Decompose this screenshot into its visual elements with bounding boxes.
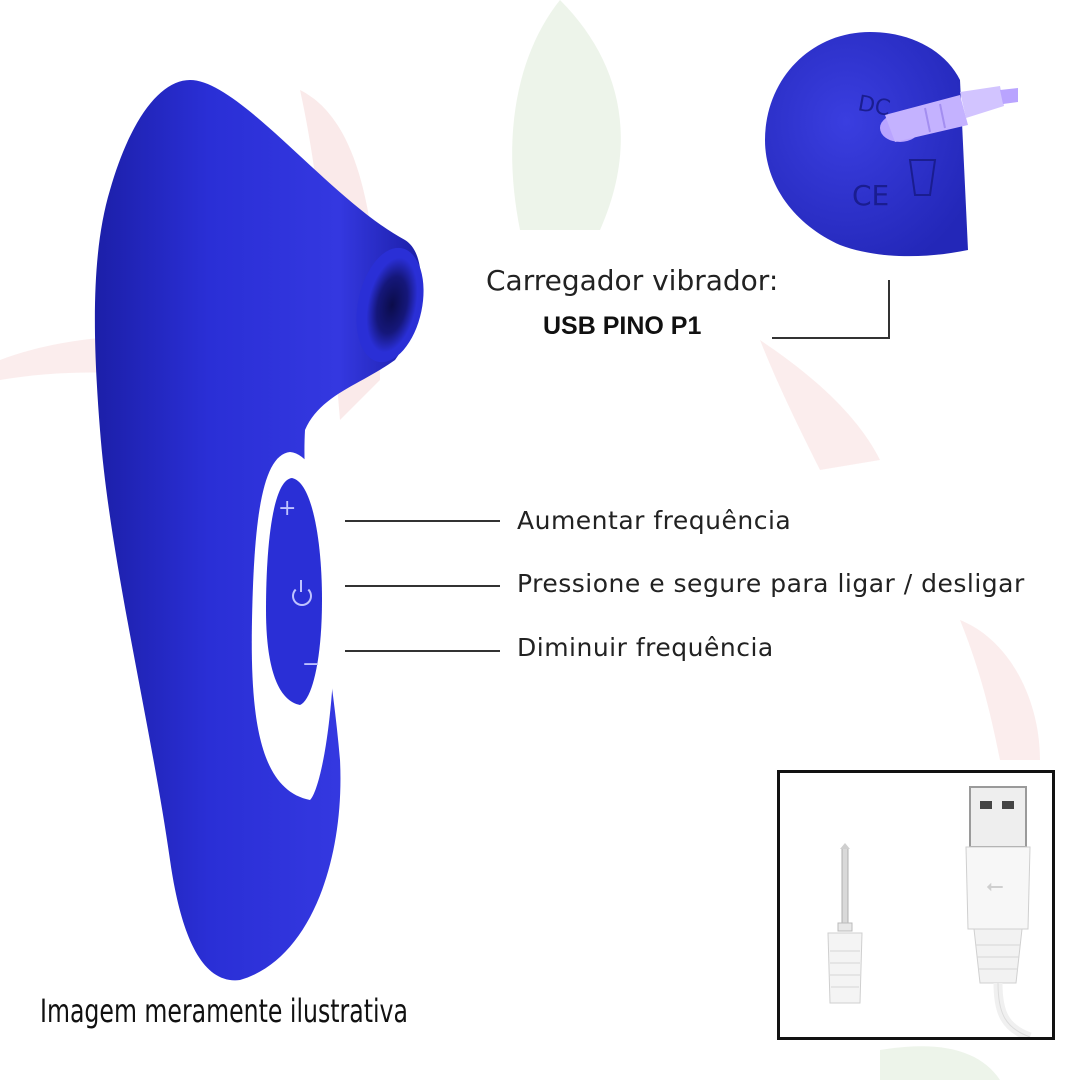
decrease-frequency-label: Diminuir frequência (517, 633, 774, 662)
decrease-leader-line (345, 650, 500, 652)
svg-text:CE: CE (852, 179, 889, 212)
power-leader-line (345, 585, 500, 587)
increase-leader-line (345, 520, 500, 522)
cable-image-frame: ⭠ (777, 770, 1055, 1042)
power-label: Pressione e segure para ligar / desligar (517, 569, 1025, 598)
charger-subtitle: USB PINO P1 (543, 312, 702, 340)
device-illustration (94, 80, 424, 981)
increase-frequency-label: Aumentar frequência (517, 506, 792, 535)
minus-icon: − (302, 652, 321, 677)
charger-leader-vertical (888, 280, 890, 338)
charger-port-closeup: DC CE (765, 32, 1018, 257)
charger-title: Carregador vibrador: (486, 264, 779, 297)
usb-symbol-icon: ⭠ (986, 874, 1004, 899)
usb-cable-illustration: ⭠ (827, 786, 1032, 1042)
power-icon (292, 586, 312, 606)
charger-leader-horizontal (772, 337, 890, 339)
plus-icon: + (278, 496, 297, 521)
plug-icon (880, 86, 1018, 142)
power-icon-line (300, 580, 302, 592)
disclaimer-text: Imagem meramente ilustrativa (40, 992, 408, 1030)
